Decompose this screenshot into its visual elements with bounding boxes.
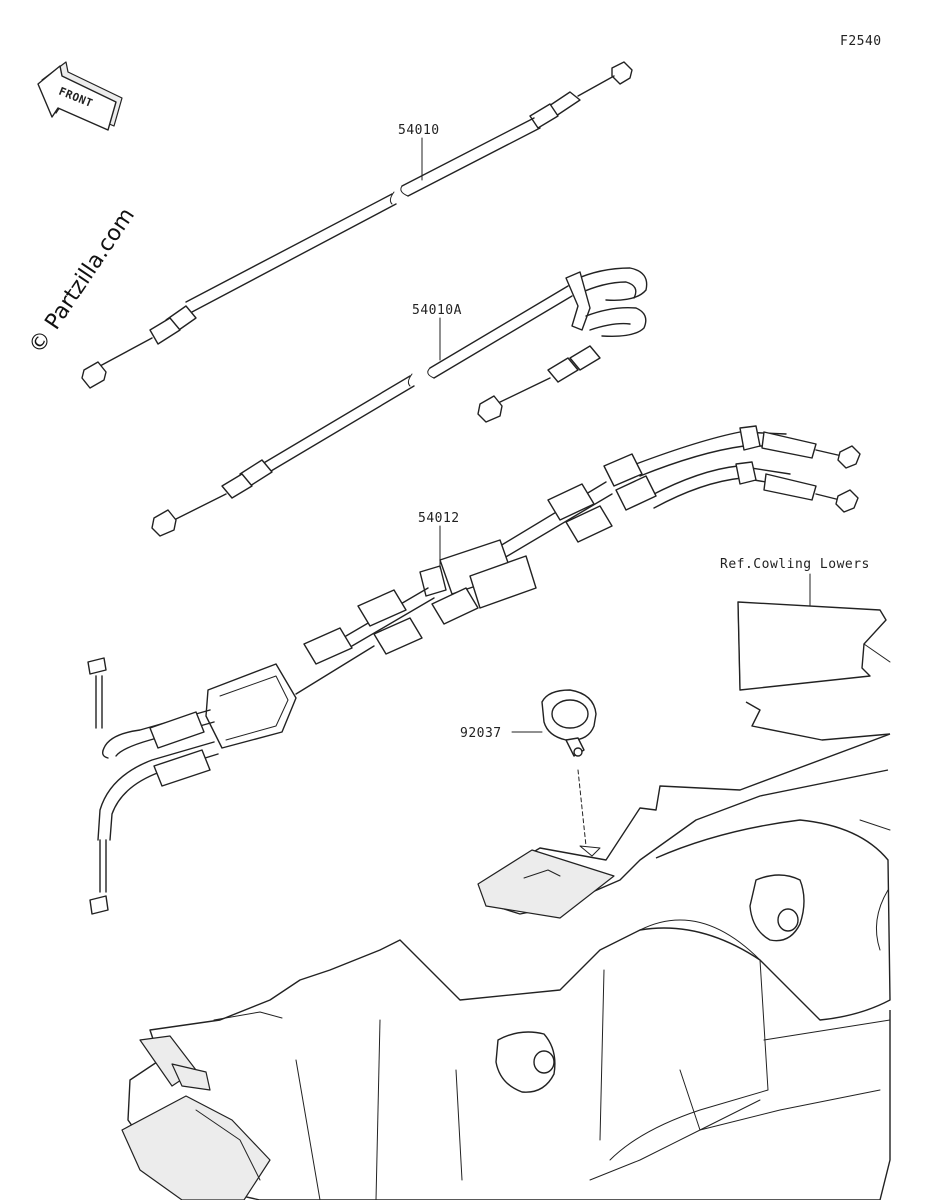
front-arrow-icon: FRONT	[37, 61, 123, 131]
watermark: © Partzilla.com	[24, 204, 140, 359]
cable-end-nipple	[611, 61, 633, 85]
part-label-54010: 54010	[398, 123, 440, 138]
cable-end-nipple	[89, 895, 109, 915]
diagram-code: F2540	[840, 34, 882, 49]
reference-note: Ref.Cowling Lowers	[720, 557, 870, 572]
cable-54010A	[151, 267, 648, 537]
clamp-92037	[541, 689, 597, 757]
part-label-54012: 54012	[418, 511, 460, 526]
cable-end-nipple	[151, 509, 177, 537]
leader-line	[577, 769, 587, 847]
cable-end-nipple	[87, 657, 107, 675]
cable-end-nipple	[837, 445, 861, 469]
cable-assembly-54012	[87, 425, 861, 915]
part-label-92037: 92037	[460, 726, 502, 741]
cowling-lower-reference	[121, 601, 891, 1200]
cable-end-nipple	[835, 489, 859, 513]
cable-end-nipple	[477, 395, 503, 423]
cable-end-nipple	[81, 361, 107, 389]
part-label-54010A: 54010A	[412, 303, 462, 318]
cable-54010	[81, 61, 633, 389]
